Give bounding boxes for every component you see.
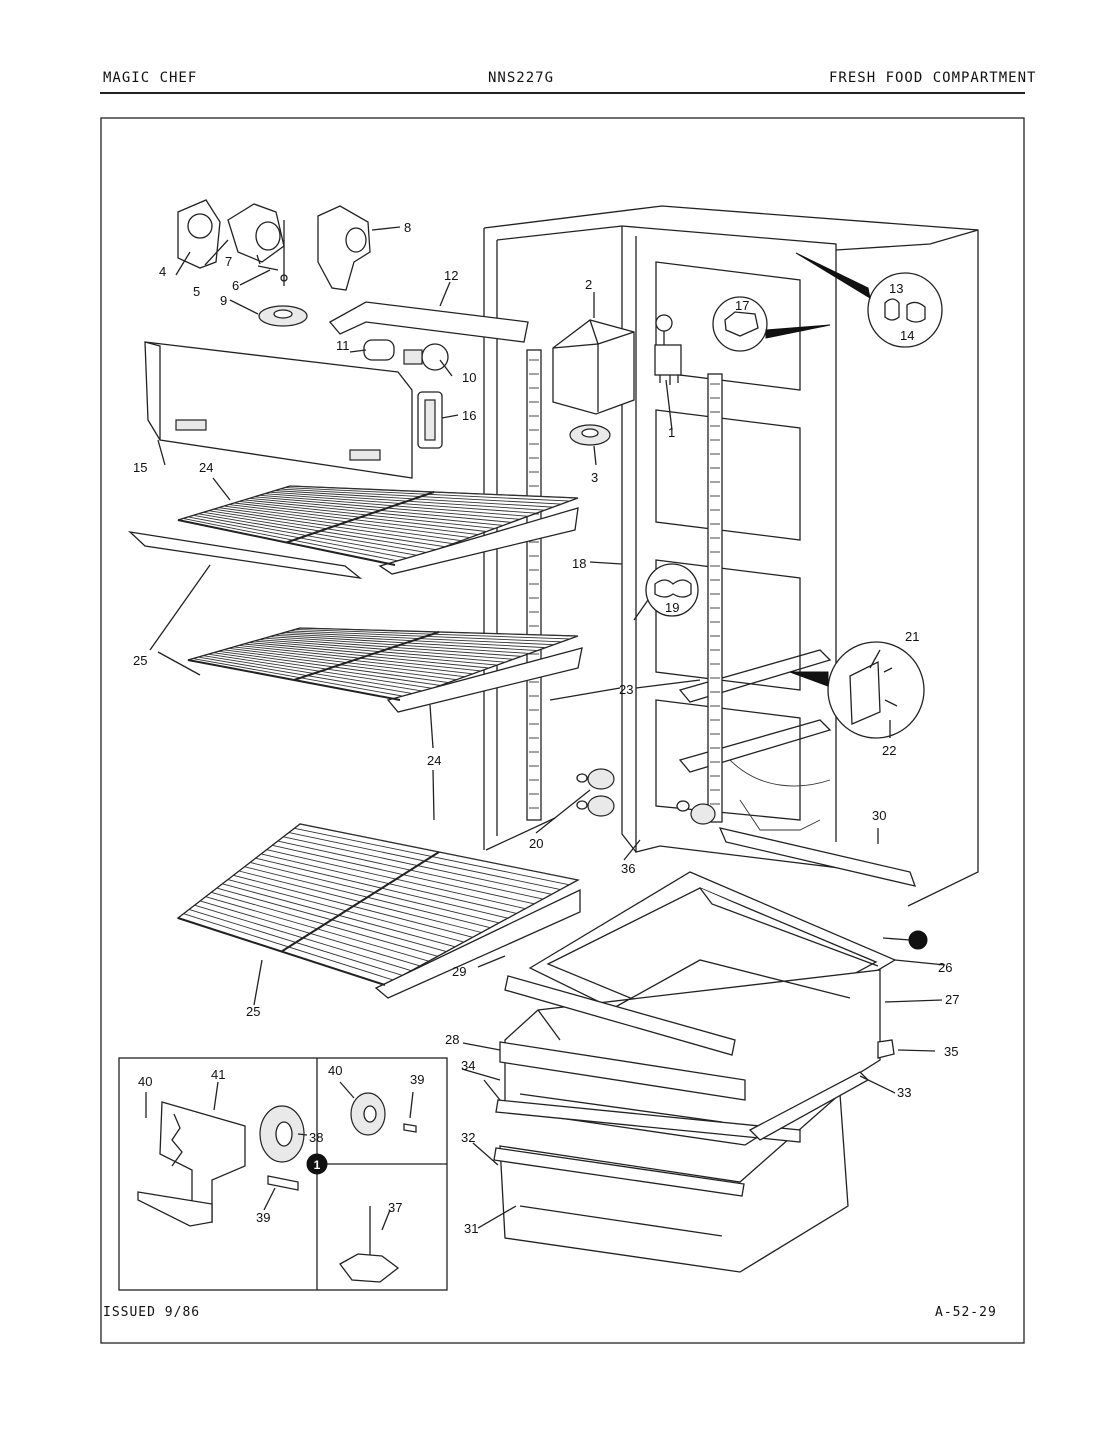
callout-16: 16: [462, 408, 476, 423]
model-number: NNS227G: [488, 70, 555, 86]
callout-20: 20: [529, 836, 543, 851]
callout-25-left: 25: [133, 653, 147, 668]
inset-panel: [118, 1057, 448, 1291]
callout-30: 30: [872, 808, 886, 823]
callout-39-upper: 39: [410, 1072, 424, 1087]
callout-40-left: 40: [138, 1074, 152, 1089]
detail-bubble-13-14: [795, 252, 943, 348]
callout-17: 17: [735, 298, 749, 313]
part-12-bracket: [328, 301, 529, 343]
callout-6: 6: [232, 278, 239, 293]
callout-29: 29: [452, 964, 466, 979]
callout-13: 13: [889, 281, 903, 296]
callout-21: 21: [905, 629, 919, 644]
callout-19: 19: [665, 600, 679, 615]
callout-7: 7: [225, 254, 232, 269]
callout-23: 23: [619, 682, 633, 697]
callout-9: 9: [220, 293, 227, 308]
part-10-bulb: [403, 343, 449, 371]
callout-numbers: 1 2 3 4 5 6 7 8 9 10 11 12 13 14 15 16 1…: [133, 220, 959, 1236]
detail-bubble-19: [633, 563, 699, 621]
callout-41: 41: [211, 1067, 225, 1082]
callout-5: 5: [193, 284, 200, 299]
part-25-trim-upper: [128, 531, 363, 579]
inset-marker-label: 1: [314, 1158, 321, 1172]
callout-12: 12: [444, 268, 458, 283]
brand-name: MAGIC CHEF: [103, 70, 198, 86]
part-36-roller: [676, 800, 716, 825]
callout-24-lower: 24: [427, 753, 441, 768]
ladder-rails: [526, 349, 723, 823]
part-9-pulley: [258, 305, 308, 327]
callout-3: 3: [591, 470, 598, 485]
part-28-drawer-front: [499, 1041, 746, 1123]
shelf-middle: [187, 627, 583, 713]
callout-4: 4: [159, 264, 166, 279]
callout-1: 1: [668, 425, 675, 440]
part-20-plugs: [576, 768, 615, 817]
part-30-rail: [718, 827, 917, 887]
part-6-7-screw: [257, 220, 288, 286]
detail-bubble-21-22: [789, 641, 925, 739]
callout-26: 26: [938, 960, 952, 975]
part-5-housing: [227, 203, 285, 263]
callout-27: 27: [945, 992, 959, 1007]
section-title: FRESH FOOD COMPARTMENT: [829, 70, 1037, 86]
callout-2: 2: [585, 277, 592, 292]
part-29-trim: [504, 975, 736, 1056]
part-32-34-trims: [493, 1099, 801, 1197]
leader-lines: [145, 226, 946, 1231]
part-2-control-box: [552, 319, 635, 415]
diagram-frame: [100, 117, 1025, 1344]
part-26-screw: [882, 930, 928, 950]
part-1-switch: [654, 314, 682, 385]
callout-28: 28: [445, 1032, 459, 1047]
part-16-handle: [417, 391, 443, 449]
callout-22: 22: [882, 743, 896, 758]
callout-37: 37: [388, 1200, 402, 1215]
callout-18: 18: [572, 556, 586, 571]
part-4-bracket: [177, 199, 221, 269]
issued-date: ISSUED 9/86: [103, 1305, 201, 1320]
callout-25-bottom: 25: [246, 1004, 260, 1019]
callout-15: 15: [133, 460, 147, 475]
part-8-light-housing: [317, 205, 371, 291]
shelf-lower: [176, 823, 581, 999]
part-11-socket: [363, 339, 395, 361]
detail-bubble-17: [712, 296, 831, 352]
callout-34: 34: [461, 1058, 475, 1073]
callout-24-upper: 24: [199, 460, 213, 475]
inset-marker-badge: [306, 1153, 328, 1175]
callout-39-lower: 39: [256, 1210, 270, 1225]
callout-8: 8: [404, 220, 411, 235]
callout-33: 33: [897, 1085, 911, 1100]
callout-38: 38: [309, 1130, 323, 1145]
callout-32: 32: [461, 1130, 475, 1145]
callout-11: 11: [336, 338, 350, 353]
callout-35: 35: [944, 1044, 958, 1059]
page-code: A-52-29: [935, 1305, 997, 1320]
callout-14: 14: [900, 328, 914, 343]
shelf-upper: [177, 485, 579, 575]
callout-10: 10: [462, 370, 476, 385]
callout-40-right: 40: [328, 1063, 342, 1078]
header-rule: [100, 92, 1025, 94]
callout-36: 36: [621, 861, 635, 876]
wire-shelves: [176, 485, 583, 999]
part-15-light-shield: [144, 341, 413, 479]
callout-31: 31: [464, 1221, 478, 1236]
part-35-clip: [877, 1039, 895, 1059]
